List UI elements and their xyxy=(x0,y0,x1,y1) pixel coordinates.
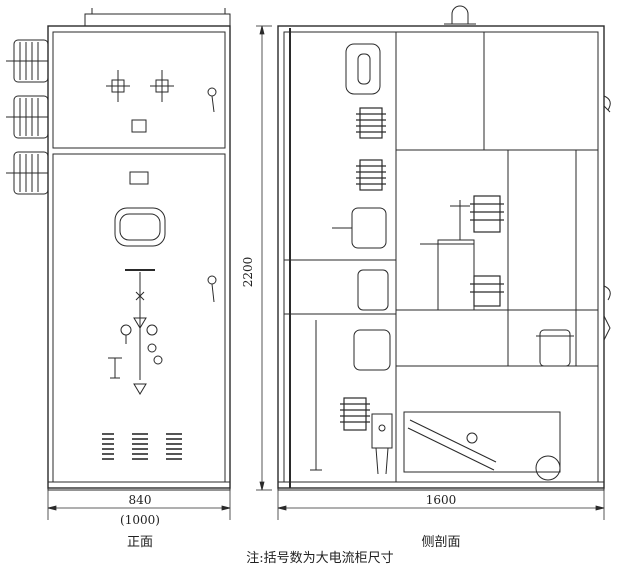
lower-panel-lock xyxy=(129,171,149,185)
front-top-bar xyxy=(84,13,231,27)
circuit-breaker-compartment xyxy=(395,149,599,311)
side-hook-lower xyxy=(603,315,611,341)
lower-cable-clamp xyxy=(371,413,393,475)
side-hook-middle xyxy=(603,285,611,301)
busbar-insulator xyxy=(345,43,381,95)
support-insulator-right xyxy=(536,329,574,367)
front-width-dimension xyxy=(47,490,231,520)
breaker-contacts xyxy=(470,195,504,307)
side-base-plinth xyxy=(277,481,605,491)
side-view-caption: 侧剖面 xyxy=(421,535,460,550)
bushing-middle xyxy=(6,95,49,139)
breaker-body xyxy=(420,200,475,311)
drawing-note: 注:括号数为大电流柜尺寸 xyxy=(246,551,393,566)
side-inner-frame xyxy=(283,31,599,483)
vent-louvres xyxy=(102,433,182,460)
upper-door-handle xyxy=(207,87,217,113)
front-width-label: 840 xyxy=(129,493,152,507)
bushing-top xyxy=(6,39,49,83)
side-lifting-lug xyxy=(444,5,476,25)
single-line-diagram xyxy=(108,272,163,395)
upper-indicator-left xyxy=(106,70,130,102)
side-cabinet-outline xyxy=(277,25,605,489)
lower-door-handle xyxy=(207,275,217,303)
front-cabinet-outline xyxy=(47,25,231,489)
earthing-switch-lever xyxy=(407,419,497,471)
front-base-plinth xyxy=(47,481,231,491)
upper-door-panel xyxy=(52,31,226,149)
front-view-caption: 正面 xyxy=(127,535,153,550)
height-label: 2200 xyxy=(241,257,255,288)
front-view xyxy=(6,8,231,520)
upper-indicator-right xyxy=(150,70,174,102)
current-transformer xyxy=(332,207,387,249)
side-depth-label: 1600 xyxy=(426,493,457,507)
height-dimension xyxy=(256,25,272,491)
side-view xyxy=(277,5,611,520)
insulator-upper xyxy=(356,107,386,139)
side-hook-upper xyxy=(603,95,611,113)
upper-panel-lock xyxy=(131,119,147,133)
observation-window xyxy=(114,207,166,247)
bushing-bottom xyxy=(6,151,49,195)
side-depth-dimension xyxy=(277,490,605,520)
insulator-lower xyxy=(340,397,370,431)
lower-transformer xyxy=(310,269,391,471)
insulator-mid xyxy=(356,159,386,191)
front-width-label-large: (1000) xyxy=(120,513,160,527)
cable-sealing-end xyxy=(535,455,561,481)
cable-compartment xyxy=(403,411,561,473)
